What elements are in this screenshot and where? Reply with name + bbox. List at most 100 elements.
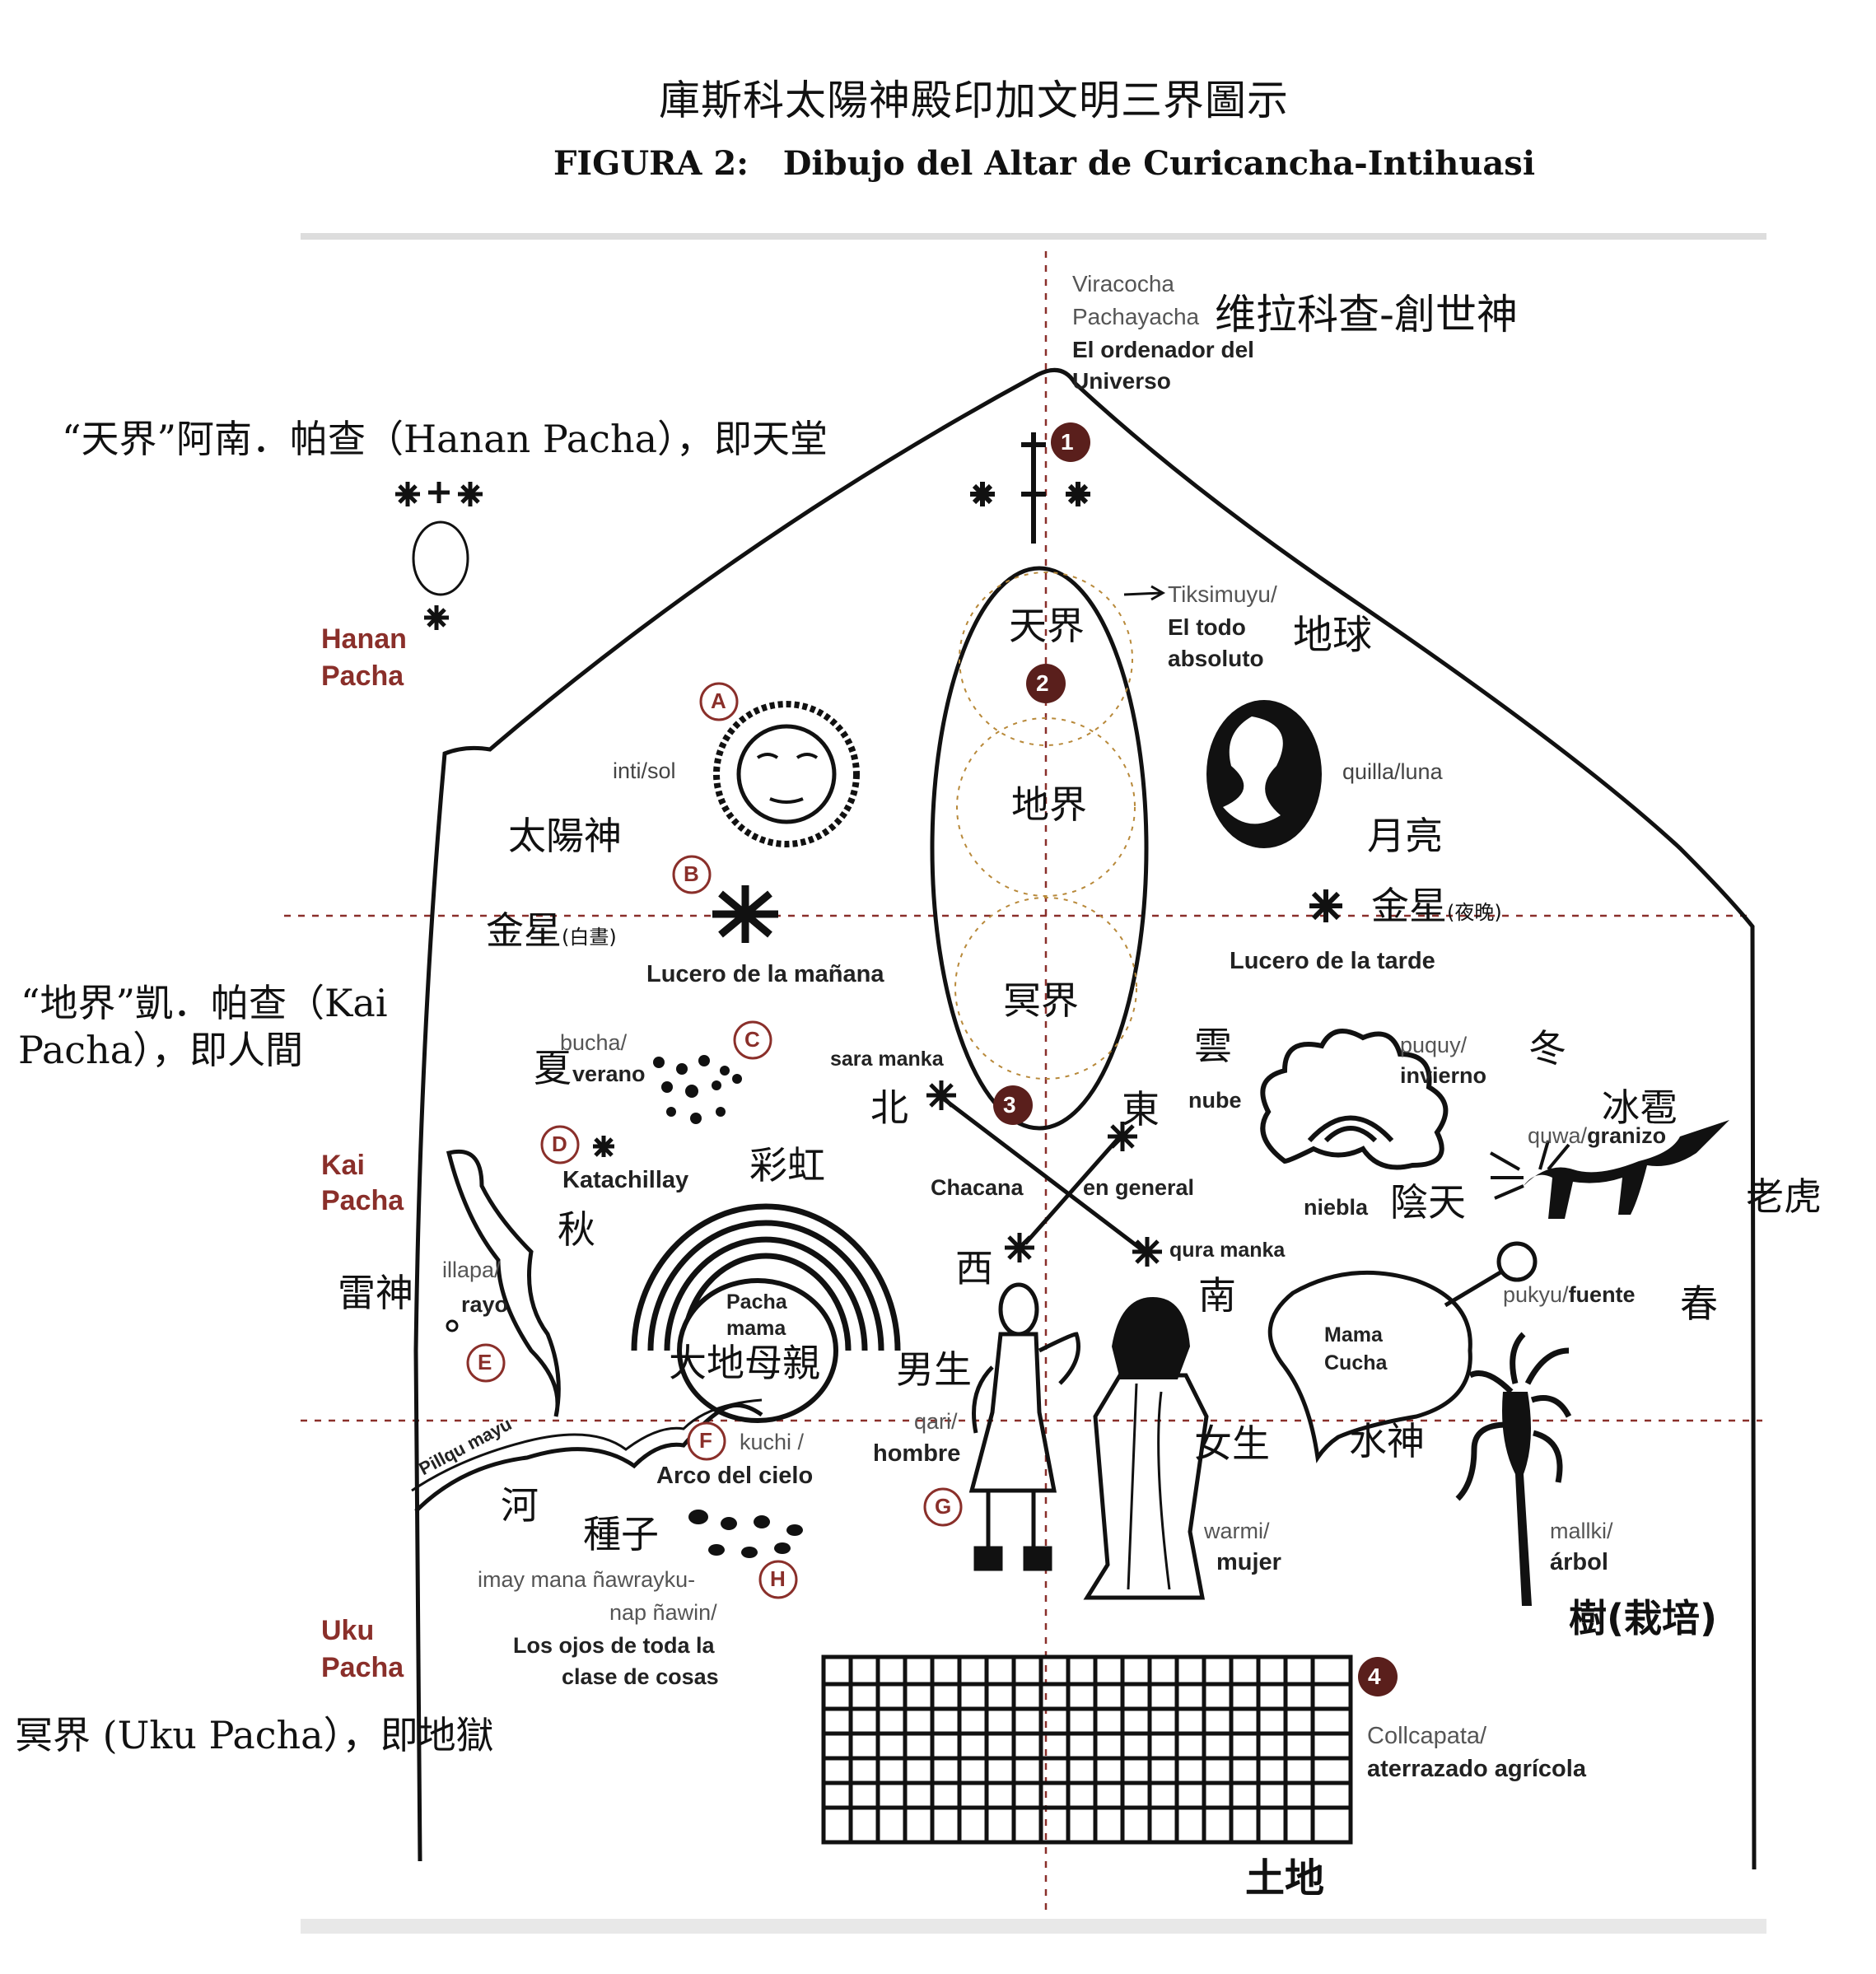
illapa-drawing	[446, 1150, 561, 1417]
west-chinese: 西	[955, 1246, 993, 1290]
kai-pacha-note-line1: “地界”凱．帕查（Kai	[21, 981, 388, 1025]
scan-band-bottom	[301, 1919, 1766, 1934]
granizo-text: granizo	[1587, 1123, 1667, 1148]
lucero-tarde: Lucero de la tarde	[1230, 948, 1435, 974]
fuente-text: fuente	[1568, 1282, 1636, 1307]
title-chinese: 庫斯科太陽神殿印加文明三界圖示	[659, 77, 1289, 124]
mallki-label: mallki/	[1550, 1519, 1613, 1543]
hanan-label-2: Pacha	[321, 660, 404, 692]
river-drawing	[414, 1402, 763, 1513]
niebla-label: niebla	[1304, 1195, 1369, 1220]
seeds-chinese: 種子	[583, 1512, 659, 1556]
moon-chinese: 月亮	[1367, 814, 1443, 858]
letter-markers	[466, 682, 963, 1599]
pukyu-label: pukyu/fuente	[1503, 1282, 1636, 1308]
puquy-label: puquy/	[1400, 1033, 1468, 1057]
marker-4: 4	[1368, 1664, 1381, 1689]
venus-night-chinese: 金星(夜晚)	[1371, 885, 1502, 927]
kuchi-label: kuchi /	[740, 1430, 805, 1454]
venus-day-text: 金星	[486, 908, 562, 953]
marker-d: D	[552, 1132, 567, 1156]
todo-label: El todo	[1168, 614, 1246, 640]
inti-label: inti/sol	[613, 758, 676, 783]
middle-world-chinese: 地界	[1011, 782, 1087, 827]
hanan-label: Hanan	[321, 623, 407, 655]
warmi-label: warmi/	[1204, 1519, 1270, 1543]
uku-label-2: Pacha	[321, 1652, 404, 1683]
marker-g: G	[935, 1494, 952, 1519]
mujer-label: mujer	[1216, 1549, 1281, 1575]
hanan-pacha-note: “天界”阿南．帕查（Hanan Pacha），即天堂	[62, 417, 828, 461]
verano-label: verano	[572, 1062, 646, 1086]
marker-3: 3	[1003, 1092, 1016, 1118]
rayo-label: rayo	[461, 1292, 509, 1317]
autumn-chinese: 秋	[558, 1207, 595, 1252]
spring-chinese: 春	[1680, 1281, 1718, 1326]
water-god-chinese: 水神	[1349, 1419, 1425, 1463]
numbered-markers	[993, 422, 1398, 1696]
marker-e: E	[478, 1350, 492, 1374]
morning-star-drawing	[712, 885, 778, 943]
sara-manka-label: sara manka	[830, 1048, 944, 1071]
imay-label-4: clase de cosas	[562, 1664, 719, 1689]
tiger-chinese: 老虎	[1746, 1174, 1822, 1219]
mama-label: mama	[726, 1317, 786, 1340]
quilla-label: quilla/luna	[1342, 759, 1443, 784]
ordenador-label: El ordenador del	[1072, 337, 1254, 362]
mama-cucha-label-2: Cucha	[1324, 1351, 1388, 1374]
terrace-grid	[821, 1654, 1353, 1845]
thunder-god-chinese: 雷神	[338, 1271, 413, 1315]
winter-chinese: 冬	[1528, 1026, 1566, 1071]
mother-earth-chinese: 大地母親	[669, 1341, 820, 1385]
kai-label: Kai	[321, 1150, 365, 1181]
en-general-label: en general	[1083, 1175, 1195, 1200]
uku-label: Uku	[321, 1615, 375, 1646]
arbol-label: árbol	[1550, 1549, 1608, 1575]
south-chinese: 南	[1198, 1273, 1236, 1318]
north-chinese: 北	[870, 1085, 908, 1130]
imay-label-1: imay mana ñawrayku-	[478, 1567, 696, 1592]
evening-star-drawing	[1309, 889, 1342, 922]
mama-cucha-drawing	[1267, 1270, 1472, 1463]
marker-2: 2	[1036, 670, 1049, 696]
uku-pacha-note: 冥界 (Uku Pacha），即地獄	[15, 1713, 494, 1757]
tiksimuyu-label: Tiksimuyu/	[1168, 581, 1277, 607]
bucha-label: bucha/	[560, 1030, 628, 1055]
river-chinese: 河	[501, 1483, 539, 1528]
underworld-chinese: 冥界	[1003, 978, 1079, 1023]
sun-god-chinese: 太陽神	[508, 814, 622, 858]
imay-label-2: nap ñawin/	[609, 1600, 717, 1625]
rainbow-chinese: 彩虹	[749, 1143, 825, 1188]
collcapata-label: Collcapata/	[1367, 1723, 1487, 1749]
scan-band-top	[301, 233, 1766, 240]
venus-day-chinese: 金星(白晝)	[486, 910, 617, 952]
central-oval	[930, 566, 1149, 1131]
venus-night-note: (夜晚)	[1447, 901, 1502, 924]
marker-c: C	[744, 1027, 760, 1052]
venus-night-text: 金星	[1371, 884, 1447, 928]
seed-dots	[688, 1510, 803, 1558]
summer-stars	[653, 1055, 742, 1124]
earth-chinese: 地球	[1293, 612, 1373, 658]
cloud-chinese: 雲	[1194, 1024, 1232, 1068]
mama-cucha-label-1: Mama	[1324, 1323, 1383, 1346]
pachayacha-label: Pachayacha	[1072, 304, 1200, 329]
marker-1: 1	[1061, 429, 1074, 455]
invierno-label: invierno	[1400, 1063, 1487, 1088]
spring-circle	[1496, 1241, 1538, 1282]
hail-chinese: 冰雹	[1602, 1085, 1678, 1130]
tree-chinese: 樹(栽培)	[1569, 1596, 1718, 1640]
chacana-label: Chacana	[931, 1175, 1024, 1200]
heaven-chinese: 天界	[1009, 604, 1085, 648]
chacana-cross	[926, 1080, 1162, 1267]
title-spanish: FIGURA 2: Dibujo del Altar de Curicancha…	[553, 144, 1536, 183]
tree-drawing	[1455, 1332, 1572, 1606]
summer-chinese: 夏	[534, 1046, 572, 1090]
aterrazado-label: aterrazado agrícola	[1367, 1756, 1586, 1782]
man-drawing	[968, 1282, 1080, 1571]
cloud-drawing	[1260, 1029, 1449, 1170]
qura-manka-label: qura manka	[1169, 1239, 1286, 1262]
east-chinese: 東	[1122, 1087, 1160, 1132]
overcast-chinese: 陰天	[1390, 1180, 1466, 1225]
